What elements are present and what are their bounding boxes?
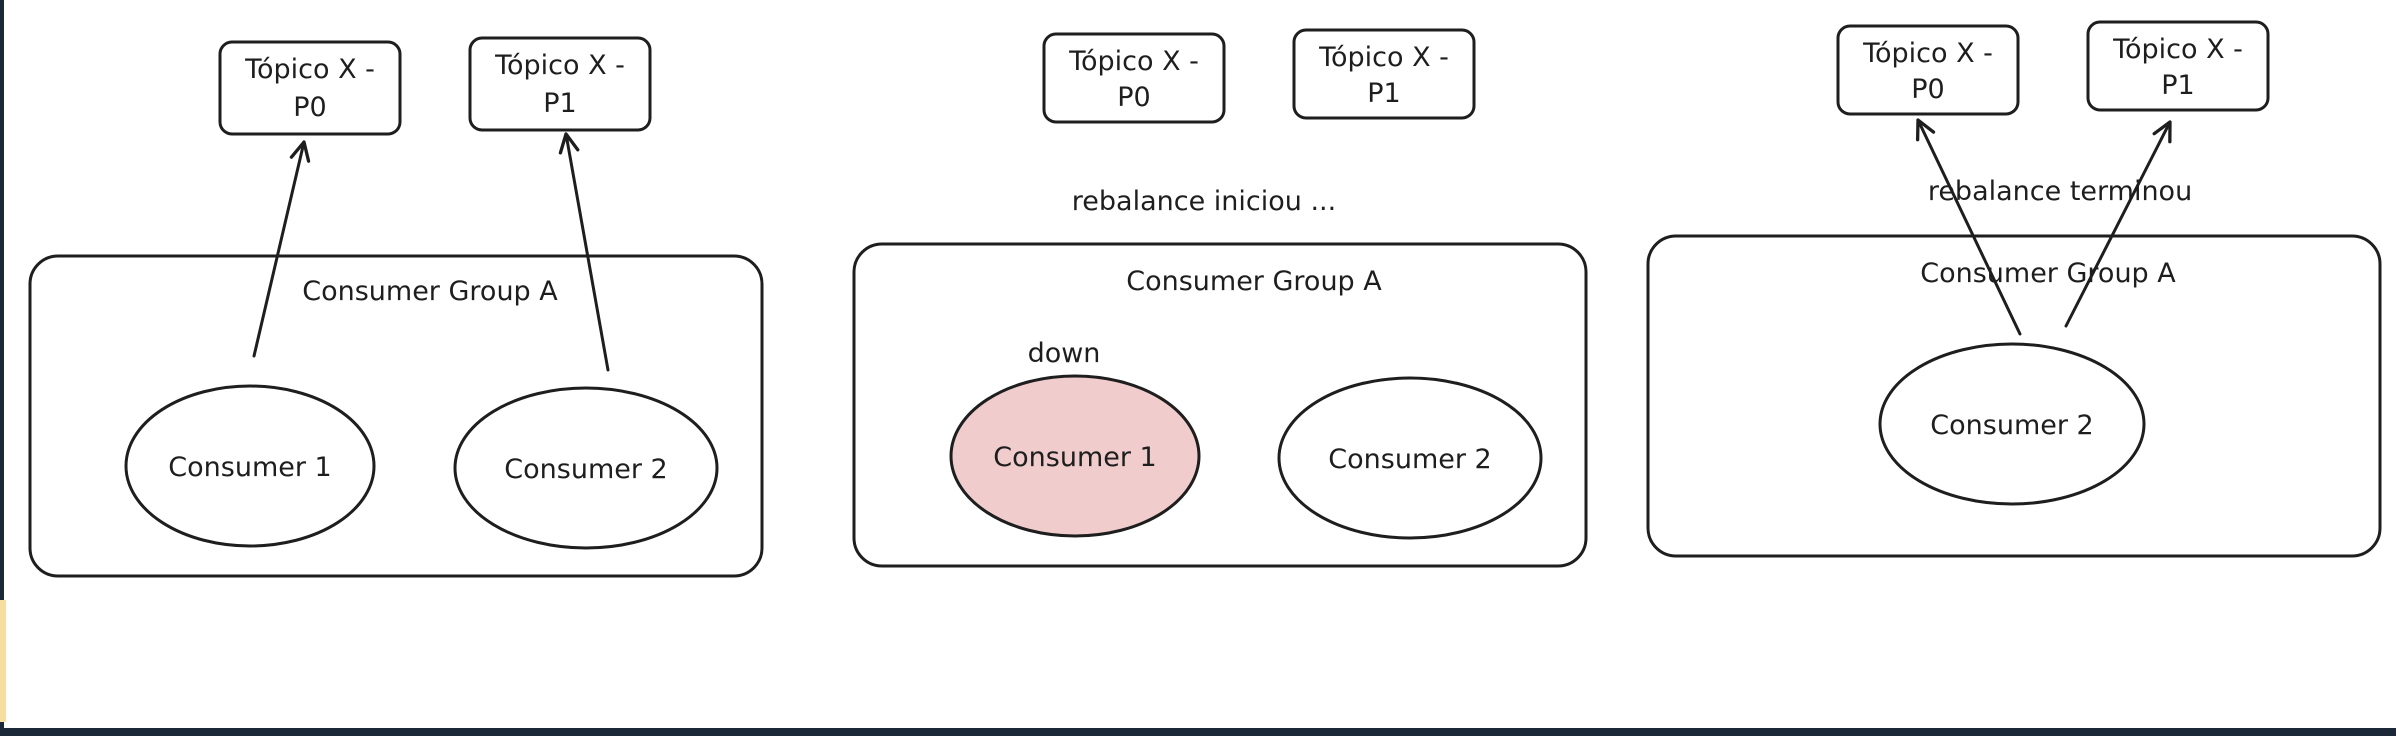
consumer-2-node: Consumer 2 (1277, 376, 1543, 540)
topic-box-p0: Tópico X - P0 (1836, 24, 2020, 116)
topic-label: Tópico X - (1862, 38, 1993, 69)
assignment-arrow-c2-p1 (558, 132, 610, 372)
consumer-2-node: Consumer 2 (453, 386, 719, 550)
topic-label: Tópico X - (494, 50, 625, 81)
topic-label: Tópico X - (244, 54, 375, 85)
topic-box-p1: Tópico X - P1 (1292, 28, 1476, 120)
rebalance-status-text: rebalance iniciou ... (1072, 186, 1336, 217)
topic-box-p0: Tópico X - P0 (218, 40, 402, 136)
down-label: down (1028, 338, 1101, 369)
topic-partition: P0 (293, 92, 326, 123)
topic-box-p0: Tópico X - P0 (1042, 32, 1226, 124)
topic-partition: P1 (2161, 70, 2194, 101)
left-border-accent (0, 600, 6, 722)
topic-partition: P1 (1367, 78, 1400, 109)
consumer-1-node: Consumer 1 (124, 384, 376, 548)
consumer-group-label: Consumer Group A (1920, 258, 2176, 289)
consumer-label: Consumer 2 (1930, 410, 2093, 441)
rebalance-status-text: rebalance terminou (1928, 176, 2192, 207)
topic-label: Tópico X - (1318, 42, 1449, 73)
assignment-arrow-c1-p0 (252, 140, 311, 358)
bottom-border-strip (0, 728, 2396, 736)
consumer-group-label: Consumer Group A (302, 276, 558, 307)
topic-box-p1: Tópico X - P1 (468, 36, 652, 132)
consumer-label: Consumer 1 (993, 442, 1156, 473)
topic-box-p1: Tópico X - P1 (2086, 20, 2270, 112)
panel-2: Consumer Group A rebalance iniciou ... d… (852, 28, 1588, 568)
consumer-label: Consumer 1 (168, 452, 331, 483)
topic-partition: P1 (543, 88, 576, 119)
topic-label: Tópico X - (2112, 34, 2243, 65)
consumer-label: Consumer 2 (1328, 444, 1491, 475)
topic-partition: P0 (1911, 74, 1944, 105)
assignment-arrow-c2-p0 (1915, 118, 2022, 336)
consumer-group-box (852, 242, 1588, 568)
consumer-group-label: Consumer Group A (1126, 266, 1382, 297)
consumer-group-box (1646, 234, 2382, 558)
assignment-arrow-c2-p1 (2064, 120, 2172, 328)
panel-3: Consumer Group A Tópico X - P0 Tópico X … (1646, 20, 2382, 558)
consumer-1-node-down: Consumer 1 (949, 374, 1201, 538)
panel-1: Consumer Group A Tópico X - P0 Tópico X … (28, 36, 764, 578)
consumer-label: Consumer 2 (504, 454, 667, 485)
left-border-strip (0, 0, 4, 736)
topic-partition: P0 (1117, 82, 1150, 113)
consumer-2-node: Consumer 2 (1878, 342, 2146, 506)
topic-label: Tópico X - (1068, 46, 1199, 77)
consumer-group-box (28, 254, 764, 578)
